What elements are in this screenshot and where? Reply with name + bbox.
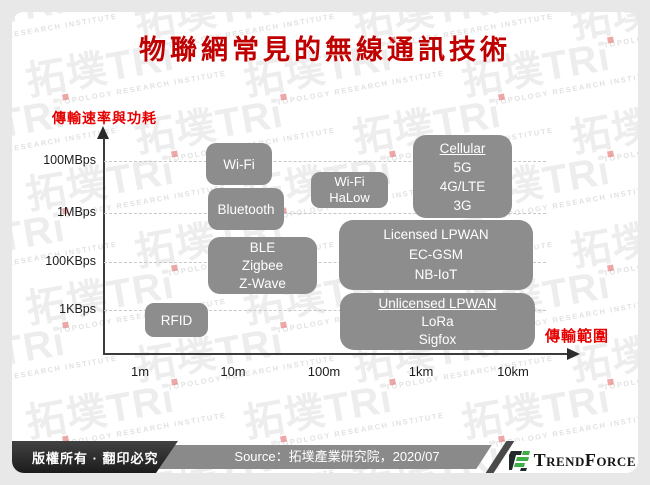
gridline-1kbps xyxy=(104,310,546,311)
y-axis-line xyxy=(103,138,105,354)
y-axis-title: 傳輸速率與功耗 xyxy=(52,110,157,126)
tech-box-unlicensed-lpwan: Unlicensed LPWAN LoRa Sigfox xyxy=(340,293,535,350)
y-tick-1mbps: 1MBps xyxy=(57,205,96,219)
footer-bar: Source：拓墣產業研究院，2020/07 TrendForce 版權所有 ·… xyxy=(12,441,638,473)
x-axis-line xyxy=(103,353,569,355)
x-axis-arrow-icon xyxy=(567,348,580,360)
y-tick-100mbps: 100MBps xyxy=(43,153,96,167)
gridline-100kbps xyxy=(104,262,546,263)
tech-box-ble-zigbee-zwave: BLE Zigbee Z-Wave xyxy=(208,237,317,294)
source-text: Source：拓墣產業研究院，2020/07 xyxy=(234,449,440,464)
copyright-text: 版權所有 · 翻印必究 xyxy=(32,450,159,466)
y-tick-1kbps: 1KBps xyxy=(59,302,96,316)
tech-box-cellular: Cellular 5G 4G/LTE 3G xyxy=(413,135,512,218)
tech-box-wifi-halow: Wi-Fi HaLow xyxy=(311,172,388,208)
gridline-1mbps xyxy=(104,213,546,214)
tech-box-rfid: RFID xyxy=(145,303,208,337)
footer-logo-panel: TrendForce xyxy=(500,441,638,473)
tech-box-licensed-lpwan: Licensed LPWAN EC-GSM NB-IoT xyxy=(339,220,533,290)
y-tick-100kbps: 100KBps xyxy=(45,254,96,268)
tech-box-bluetooth: Bluetooth xyxy=(208,188,284,230)
trendforce-logo: TrendForce xyxy=(508,449,636,471)
x-tick-10m: 10m xyxy=(220,364,246,379)
footer-copyright-band: 版權所有 · 翻印必究 xyxy=(12,441,178,473)
x-tick-10km: 10km xyxy=(497,364,529,379)
x-tick-100m: 100m xyxy=(307,364,341,379)
trendforce-logo-text: TrendForce xyxy=(533,449,636,470)
trendforce-logo-icon xyxy=(508,450,530,471)
page-title: 物聯網常見的無線通訊技術 xyxy=(139,35,511,65)
x-tick-1m: 1m xyxy=(130,364,150,379)
tech-box-wifi: Wi-Fi xyxy=(206,143,272,185)
y-axis-arrow-icon xyxy=(97,126,109,139)
chart-area: 傳輸速率與功耗 傳輸範圍 100MBps 1MBps 100KBps 1KBps… xyxy=(12,12,638,473)
gridline-100mbps xyxy=(104,161,546,162)
x-tick-1km: 1km xyxy=(408,364,434,379)
x-axis-title: 傳輸範圍 xyxy=(545,328,610,345)
